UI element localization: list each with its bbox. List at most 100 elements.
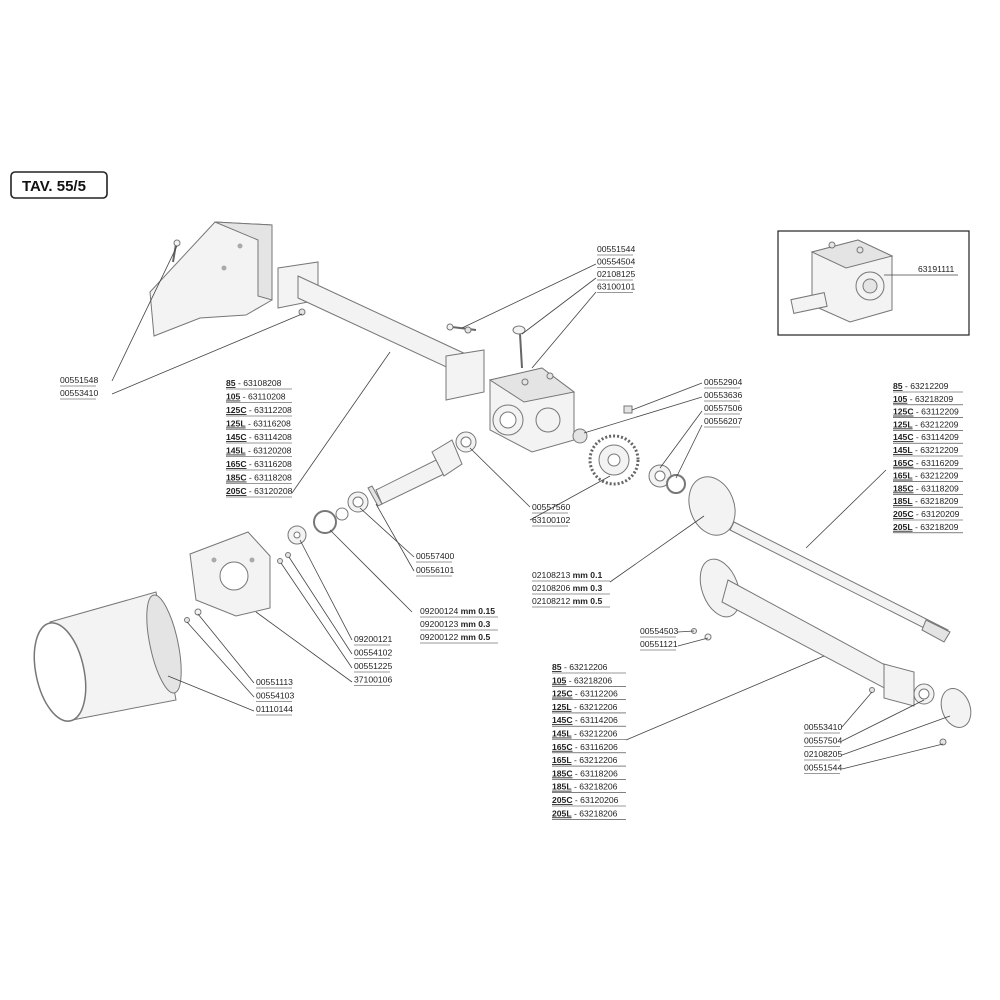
top-ref-label: 00554504 (597, 257, 635, 267)
part-code: - 63212209 (913, 419, 959, 429)
cover-gasket (688, 476, 736, 536)
part-code: - 63116206 (573, 742, 618, 752)
right-shaft-table-row: 105 - 63218209 (893, 394, 953, 404)
part-code: - 63120209 (914, 509, 960, 519)
right-tube (699, 558, 915, 707)
gear-ref-label: 00553636 (704, 390, 742, 400)
drum-ref-label: 00551113 (256, 677, 293, 687)
shim-thickness: mm 0.5 (573, 596, 603, 606)
part-code: - 63212206 (572, 755, 618, 765)
model-size: 165L (893, 471, 913, 481)
right-shaft-table-row: 125C - 63112209 (893, 407, 959, 417)
end-ref-label: 02108205 (804, 749, 842, 759)
right-tube-table-row: 185L - 63218206 (552, 782, 618, 792)
drum-mount-plate (189, 531, 271, 617)
drum-ref-label: 01110144 (256, 704, 293, 714)
part-code: - 63118209 (914, 483, 959, 493)
part-code: - 63118206 (573, 768, 618, 778)
model-size: 145C (226, 432, 247, 442)
shim-thickness: mm 0.3 (461, 619, 491, 629)
plate-ref-label: 09200121 (354, 634, 392, 644)
right-shaft-table-row: 205L - 63218209 (893, 522, 959, 532)
part-code: - 63218209 (907, 394, 953, 404)
table-title-box: TAV. 55/5 (10, 171, 108, 199)
right-tube-table-row: 125C - 63112206 (552, 689, 618, 699)
part-code: - 63108208 (236, 378, 282, 388)
pinion-shaft (367, 439, 463, 507)
part-code: - 63114206 (573, 715, 618, 725)
small-grub-screw (623, 405, 633, 414)
shim-code: 09200124 (420, 606, 461, 616)
right-shaft-table-row: 145C - 63114209 (893, 432, 959, 442)
part-code: - 63218206 (566, 675, 612, 685)
model-size: 125C (552, 689, 573, 699)
model-size: 125L (226, 419, 246, 429)
inset-gearbox-image (790, 239, 894, 323)
inset-part-label: 63191111 (918, 264, 955, 274)
shim-code: 02108206 (532, 583, 573, 593)
part-code: - 63118208 (247, 473, 292, 483)
drum-mount-screws (277, 552, 291, 564)
gear-ref-label: 00552904 (704, 377, 742, 387)
screw-ref-label: 00554503 (640, 626, 678, 636)
right-shaft-table-row: 125L - 63212209 (893, 419, 959, 429)
crown-gear (588, 434, 640, 486)
right-shaft-table-row: 185C - 63118209 (893, 483, 959, 493)
shim-code: 02108213 (532, 570, 573, 580)
end-ref-label: 00557504 (804, 736, 842, 746)
left-tube-table-row: 85 - 63108208 (226, 378, 282, 388)
left-plate-ref-label: 00553410 (60, 388, 98, 398)
right-shaft-table-row: 185L - 63218209 (893, 496, 959, 506)
right-shaft-table-row: 165L - 63212209 (893, 471, 959, 481)
gear-ref-label: 00556207 (704, 416, 742, 426)
right-tube-table-row: 205L - 63218206 (552, 808, 618, 818)
drum-ref-label: 00554103 (256, 691, 294, 701)
pinion-shim-label: 09200123 mm 0.3 (420, 619, 490, 629)
shim-code: 09200123 (420, 619, 461, 629)
crown-nut (572, 428, 588, 444)
pinion-shim-label: 09200122 mm 0.5 (420, 632, 490, 642)
model-size: 105 (552, 675, 567, 685)
part-code: - 63114208 (247, 432, 292, 442)
right-tube-table-row: 145L - 63212206 (552, 729, 618, 739)
part-code: - 63212209 (903, 381, 949, 391)
model-size: 205L (552, 808, 572, 818)
cover-shim-label: 02108206 mm 0.3 (532, 583, 602, 593)
screw-ref-label: 00551121 (640, 639, 678, 649)
left-plate-ref-label: 00551548 (60, 375, 98, 385)
shim-code: 02108212 (532, 596, 573, 606)
part-code: - 63116209 (914, 458, 959, 468)
right-tube-table-row: 145C - 63114206 (552, 715, 618, 725)
left-tube-table-row: 125L - 63116208 (226, 419, 291, 429)
part-code: - 63116208 (247, 459, 292, 469)
model-size: 165C (893, 458, 914, 468)
part-code: - 63218206 (572, 782, 618, 792)
right-tube-table-row: 85 - 63212206 (552, 662, 608, 672)
drum-cylinder (33, 591, 182, 722)
model-size: 185C (226, 473, 247, 483)
model-size: 125L (552, 702, 572, 712)
shim-thickness: mm 0.15 (461, 606, 496, 616)
part-code: - 63112209 (914, 407, 959, 417)
drum-screws (184, 608, 202, 623)
left-tube-table-row: 165C - 63116208 (226, 459, 292, 469)
right-tube-table-row: 125L - 63212206 (552, 702, 618, 712)
model-size: 185L (552, 782, 572, 792)
model-size: 125C (226, 405, 247, 415)
pinion-ring-set (287, 491, 369, 545)
table-title: TAV. 55/5 (22, 178, 86, 195)
part-code: - 63212209 (913, 471, 959, 481)
part-code: - 63212206 (572, 702, 618, 712)
model-size: 145L (552, 729, 572, 739)
end-ref-label: 00551544 (804, 763, 842, 773)
gearbox-housing (488, 367, 576, 453)
model-size: 85 (893, 381, 903, 391)
shim-thickness: mm 0.1 (573, 570, 603, 580)
left-tube (277, 261, 485, 401)
part-code: - 63120208 (246, 446, 292, 456)
bearing-ref-label: 63100102 (532, 515, 570, 525)
pinion-bearing (455, 431, 477, 453)
top-ref-label: 02108125 (597, 269, 635, 279)
cover-screws (691, 628, 712, 641)
